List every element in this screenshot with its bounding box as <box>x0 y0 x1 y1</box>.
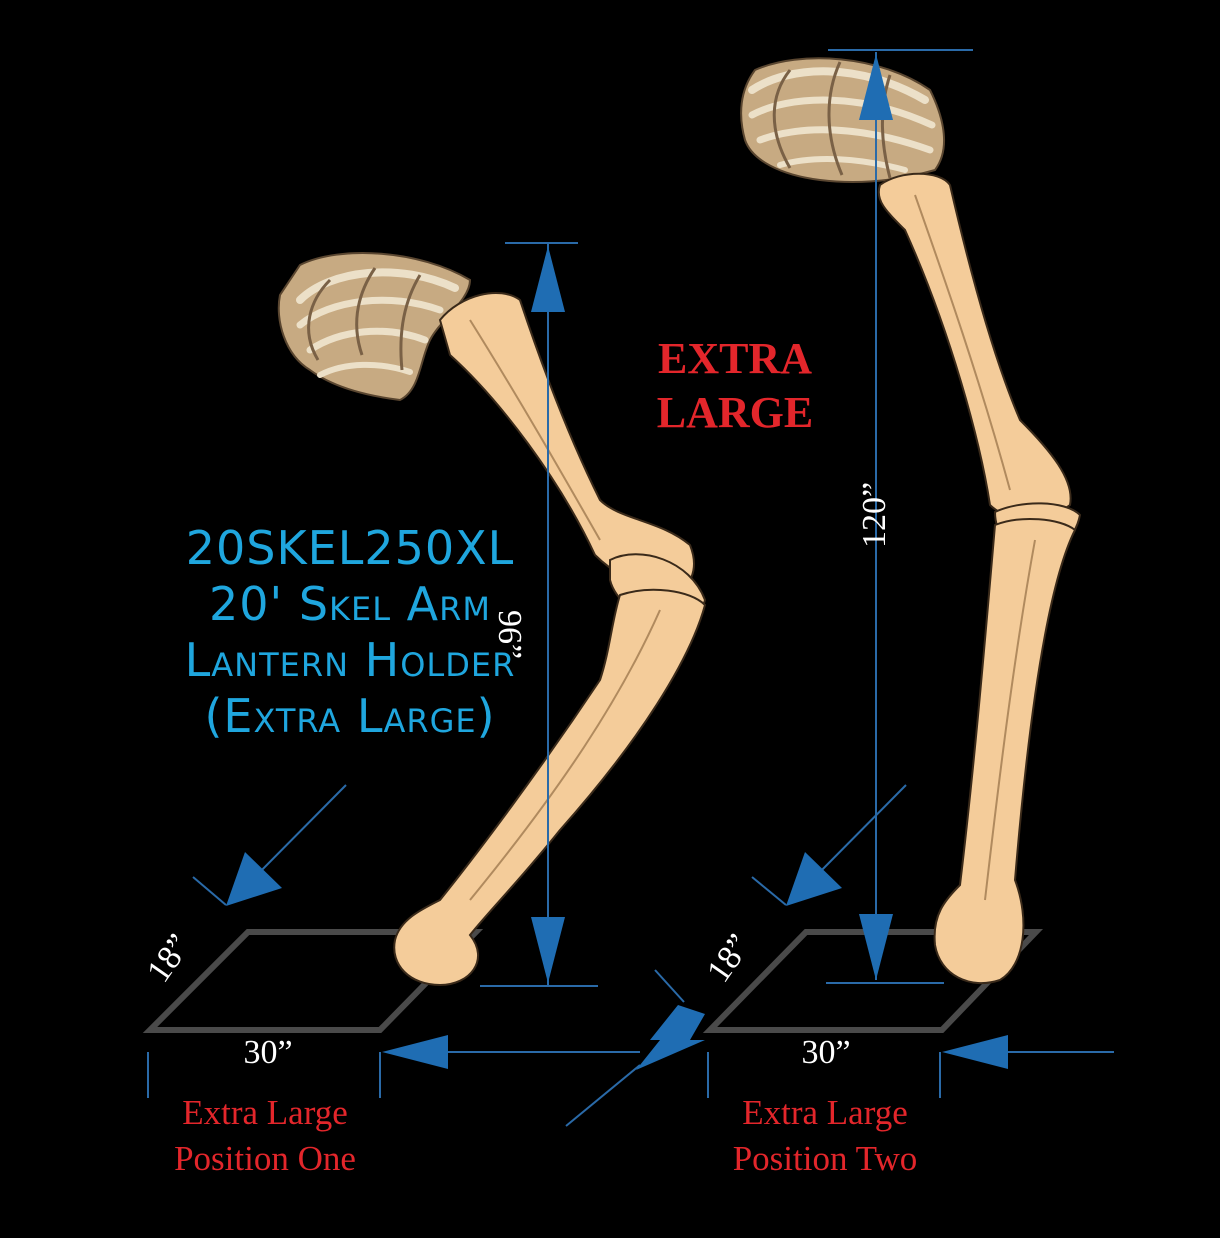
width-dimension-two <box>707 1035 1114 1098</box>
width-label-one: 30” <box>243 1034 293 1071</box>
dimension-arrow-icon <box>531 917 565 983</box>
width-label-two: 30” <box>801 1034 851 1071</box>
caption-one-line1: Extra Large <box>182 1093 348 1132</box>
product-title-block: 20SKEL250XL 20' Skel Arm Lantern Holder … <box>120 520 580 744</box>
size-label-line1: EXTRA <box>657 334 813 383</box>
skeleton-hand-icon <box>740 57 946 183</box>
dimension-arrow-icon <box>382 1035 448 1069</box>
caption-one-line2: Position One <box>174 1139 356 1178</box>
height-dimension-one <box>480 242 598 987</box>
skeleton-arm-bent-icon <box>277 252 707 987</box>
dimension-arrow-icon <box>942 1035 1008 1069</box>
caption-two-line1: Extra Large <box>742 1093 908 1132</box>
dimension-arrow-icon <box>531 246 565 312</box>
depth-pointer-one <box>192 784 347 906</box>
size-label-line2: LARGE <box>656 388 814 437</box>
size-label: EXTRA LARGE <box>620 332 850 440</box>
caption-two-line2: Position Two <box>732 1139 918 1178</box>
dimension-arrow-icon <box>859 54 893 120</box>
caption-position-one: Extra Large Position One <box>130 1090 400 1182</box>
depth-pointer-two <box>751 784 907 906</box>
height-label-one: 96” <box>491 610 528 660</box>
product-name-line3: (Extra Large) <box>204 689 496 743</box>
dimension-arrow-icon <box>226 852 282 906</box>
dimension-arrow-icon <box>786 852 842 906</box>
height-label-two: 120” <box>856 481 893 548</box>
caption-position-two: Extra Large Position Two <box>690 1090 960 1182</box>
product-name-line1: 20' Skel Arm <box>209 577 491 631</box>
product-name-line2: Lantern Holder <box>184 633 516 687</box>
width-dimension-one <box>147 1035 640 1098</box>
product-code: 20SKEL250XL <box>185 521 515 575</box>
dimension-arrow-icon <box>859 914 893 980</box>
skeleton-hand-icon <box>277 252 472 402</box>
height-dimension-two <box>826 49 973 984</box>
skeleton-arm-straight-icon <box>740 57 1082 985</box>
break-symbol <box>565 969 705 1127</box>
